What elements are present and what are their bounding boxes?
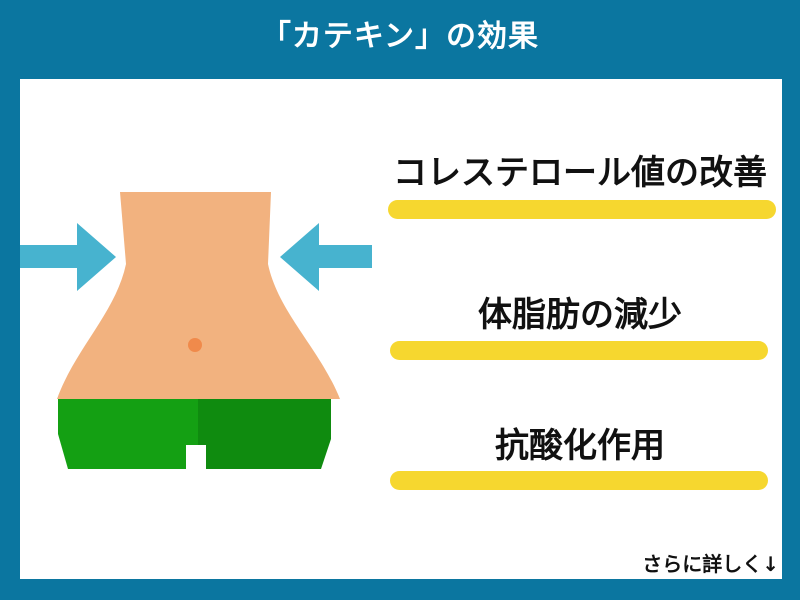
see-more-link[interactable]: さらに詳しく↓ xyxy=(642,552,779,576)
shorts-left xyxy=(58,399,198,469)
effect-highlight xyxy=(388,200,776,219)
page-title: 「カテキン」の効果 xyxy=(260,19,540,54)
content-panel: コレステロール値の改善 体脂肪の減少 抗酸化作用 さらに詳しく↓ xyxy=(20,79,782,579)
effect-item-cholesterol: コレステロール値の改善 xyxy=(380,151,780,195)
left-arrow-icon xyxy=(20,223,116,291)
right-arrow-icon xyxy=(280,223,372,291)
effect-item-antioxidant: 抗酸化作用 xyxy=(380,424,780,468)
effect-label: 抗酸化作用 xyxy=(495,426,665,466)
waist-illustration xyxy=(20,192,372,469)
effect-highlight xyxy=(390,471,768,490)
torso xyxy=(57,192,340,399)
shorts-right xyxy=(198,399,331,469)
crotch-gap xyxy=(186,445,206,469)
navel xyxy=(188,338,202,352)
effect-label: 体脂肪の減少 xyxy=(478,295,682,335)
effect-label: コレステロール値の改善 xyxy=(393,153,767,193)
effect-item-body-fat: 体脂肪の減少 xyxy=(380,293,780,337)
effect-highlight xyxy=(390,341,768,360)
